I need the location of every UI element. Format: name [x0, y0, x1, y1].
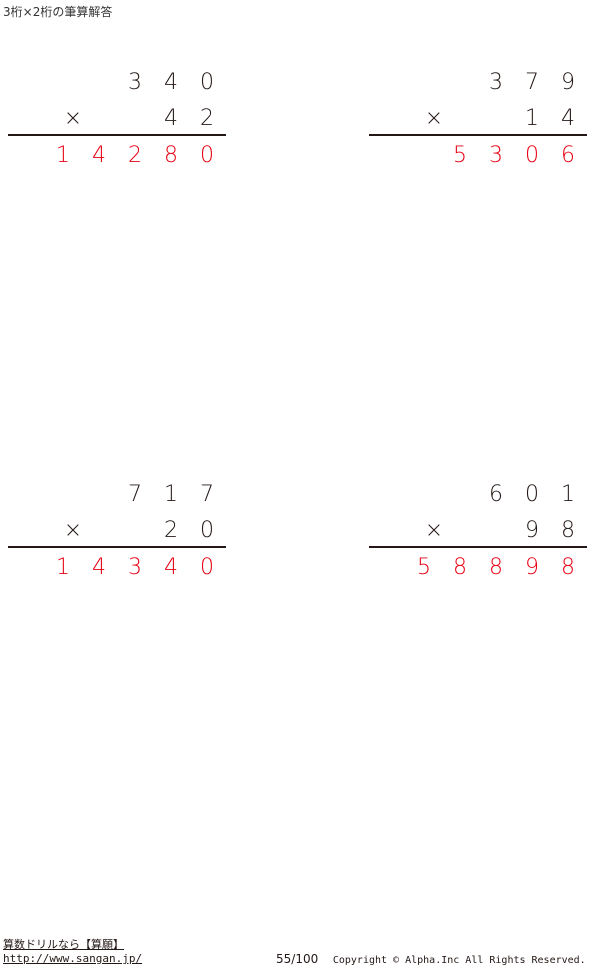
answer-digit: 0	[200, 143, 214, 168]
multiply-sign: ×	[424, 518, 444, 543]
problem-2: 3 7 9 × 1 4 5 3 0 6	[369, 70, 587, 180]
answer-digit: 4	[92, 555, 106, 580]
sangan-url-link[interactable]: http://www.sangan.jp/	[3, 952, 143, 965]
multiplier-digit: 0	[200, 518, 214, 543]
multiplicand-digit: 1	[164, 482, 178, 507]
answer-digit: 8	[489, 555, 503, 580]
answer-digit: 1	[56, 555, 70, 580]
answer-digit: 0	[525, 143, 539, 168]
sangan-link[interactable]: 算数ドリルなら【算願】	[3, 938, 124, 951]
multiplicand-digit: 6	[489, 482, 503, 507]
multiplicand-digit: 0	[525, 482, 539, 507]
multiplier-digit: 2	[200, 106, 214, 131]
answer-digit: 3	[128, 555, 142, 580]
answer-digit: 2	[128, 143, 142, 168]
answer-digit: 4	[164, 555, 178, 580]
divider-line	[8, 546, 226, 548]
answer-digit: 8	[164, 143, 178, 168]
multiplicand-digit: 0	[200, 70, 214, 95]
multiplicand-digit: 7	[128, 482, 142, 507]
multiplicand-digit: 9	[561, 70, 575, 95]
divider-line	[369, 134, 587, 136]
answer-digit: 5	[453, 143, 467, 168]
multiplicand-digit: 7	[200, 482, 214, 507]
problem-1: 3 4 0 × 4 2 1 4 2 8 0	[8, 70, 226, 180]
divider-line	[8, 134, 226, 136]
multiplier-digit: 8	[561, 518, 575, 543]
answer-digit: 8	[561, 555, 575, 580]
multiplicand-digit: 3	[489, 70, 503, 95]
footer-info: 55/100 Copyright © Alpha.Inc All Rights …	[276, 952, 586, 968]
multiplier-digit: 4	[164, 106, 178, 131]
answer-digit: 8	[453, 555, 467, 580]
multiplier-digit: 2	[164, 518, 178, 543]
page-title: 3桁×2桁の筆算解答	[3, 5, 113, 19]
copyright: Copyright © Alpha.Inc All Rights Reserve…	[332, 955, 586, 966]
answer-digit: 1	[56, 143, 70, 168]
multiplicand-digit: 4	[164, 70, 178, 95]
multiplicand-digit: 7	[525, 70, 539, 95]
multiplier-digit: 4	[561, 106, 575, 131]
answer-digit: 3	[489, 143, 503, 168]
answer-digit: 5	[417, 555, 431, 580]
page-number: 55/100	[276, 952, 319, 966]
answer-digit: 9	[525, 555, 539, 580]
multiply-sign: ×	[63, 518, 83, 543]
footer-links: 算数ドリルなら【算願】 http://www.sangan.jp/	[3, 938, 142, 966]
answer-digit: 0	[200, 555, 214, 580]
multiplier-digit: 1	[525, 106, 539, 131]
multiply-sign: ×	[424, 106, 444, 131]
problem-3: 7 1 7 × 2 0 1 4 3 4 0	[8, 482, 226, 592]
multiplier-digit: 9	[525, 518, 539, 543]
problem-4: 6 0 1 × 9 8 5 8 8 9 8	[369, 482, 587, 592]
multiplicand-digit: 3	[128, 70, 142, 95]
divider-line	[369, 546, 587, 548]
answer-digit: 6	[561, 143, 575, 168]
multiplicand-digit: 1	[561, 482, 575, 507]
multiply-sign: ×	[63, 106, 83, 131]
answer-digit: 4	[92, 143, 106, 168]
